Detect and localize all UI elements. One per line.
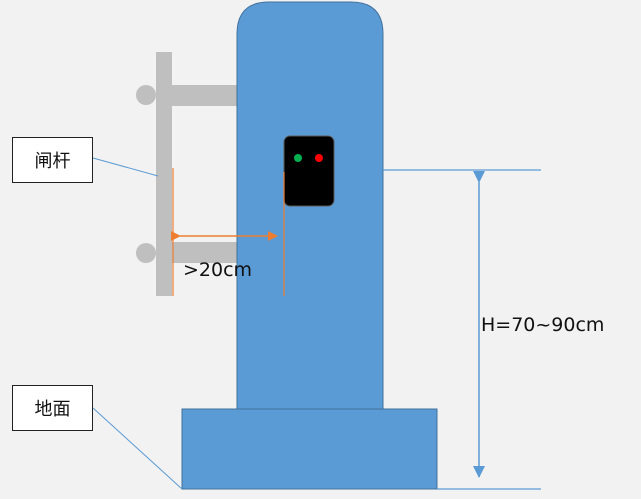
gate-bar-vertical	[156, 52, 172, 296]
height-dimension	[383, 169, 541, 490]
height-label: H=70~90cm	[481, 314, 605, 336]
gate-bar-assembly	[136, 52, 238, 296]
gate-bar-upper-knob	[136, 85, 156, 105]
gate-bar-lower-knob	[136, 243, 156, 263]
gap-dimension	[171, 168, 285, 296]
detector-device	[283, 135, 335, 207]
gate-bar-upper-arm	[156, 85, 238, 106]
gate-bar-leader-line	[92, 157, 159, 177]
barrier-base	[181, 408, 438, 490]
detector-body	[283, 135, 335, 207]
ground-leader-line	[92, 407, 183, 490]
gate-bar-lower-arm	[156, 242, 238, 263]
ground-label: 地面	[12, 385, 93, 431]
gate-bar-label: 闸杆	[12, 137, 93, 183]
gap-label: >20cm	[183, 259, 253, 281]
red-led-icon	[315, 154, 323, 162]
green-led-icon	[294, 154, 302, 162]
